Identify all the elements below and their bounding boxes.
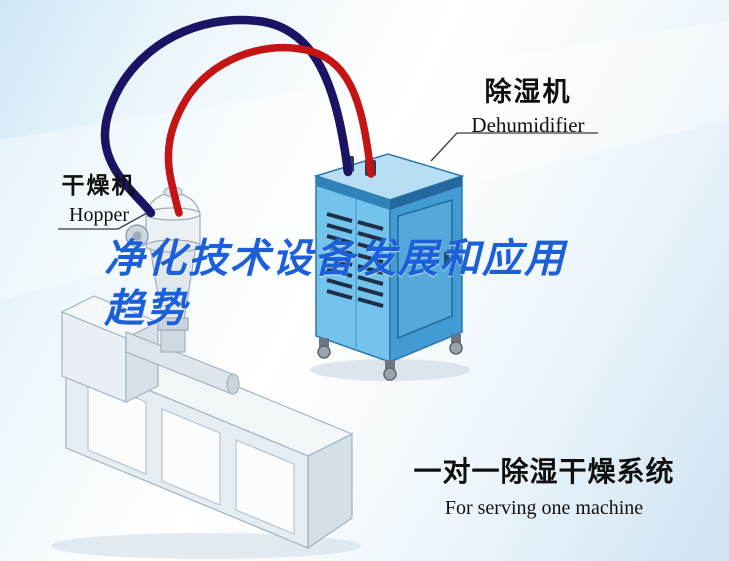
dehumidifier-access-door xyxy=(397,198,453,340)
dehumidifier-label-en: Dehumidifier xyxy=(471,113,585,137)
page-title-line1: 净化技术设备发展和应用 xyxy=(104,236,566,282)
dehumidifier-label-block: 除湿机 Dehumidifier xyxy=(450,70,606,138)
dry-air-hose-red xyxy=(164,43,375,217)
system-caption-en: For serving one machine xyxy=(444,497,644,519)
barrel-end-cap xyxy=(226,373,240,395)
dehumidifier-label-zh: 除湿机 xyxy=(484,77,572,108)
caster-mount-3 xyxy=(451,334,461,343)
extruder-machine xyxy=(60,295,354,550)
extruder-door-panel-3 xyxy=(235,439,295,535)
hopper-leader-line xyxy=(58,212,148,230)
system-caption-block: 一对一除湿干燥系统 For serving one machine xyxy=(392,450,696,520)
extruder-right-face xyxy=(307,433,353,550)
caster-mount-2 xyxy=(385,360,395,369)
dehumidifier-front-rim xyxy=(316,176,390,210)
door-latch xyxy=(444,252,449,265)
page-title-line2: 趋势 xyxy=(104,286,188,332)
return-air-hose-navy xyxy=(100,15,353,218)
dehumidifier-side-rim xyxy=(390,176,462,210)
caster-wheel-1 xyxy=(317,345,331,359)
vent-grille-left-column xyxy=(326,212,353,300)
hopper-flange xyxy=(157,317,189,331)
hopper-body-bottom xyxy=(145,239,201,253)
caster-wheel-3 xyxy=(449,341,463,355)
hopper-blower-hub xyxy=(132,231,142,241)
hopper-label-zh: 干燥机 xyxy=(61,173,137,199)
dehumidifier-unit xyxy=(313,153,465,381)
hopper-label-block: 干燥机 Hopper xyxy=(36,166,162,227)
extruder-shadow xyxy=(51,533,361,559)
dehumidifier-leader-line xyxy=(430,132,598,162)
system-caption-zh: 一对一除湿干燥系统 xyxy=(413,455,675,488)
caster-wheel-2 xyxy=(383,367,397,381)
caster-mount-1 xyxy=(319,338,329,347)
vent-grille-right-column xyxy=(357,220,384,308)
page-title: 净化技术设备发展和应用 趋势 xyxy=(104,234,566,334)
extruder-door-panel-2 xyxy=(161,408,221,506)
hopper-label-en: Hopper xyxy=(69,204,129,226)
